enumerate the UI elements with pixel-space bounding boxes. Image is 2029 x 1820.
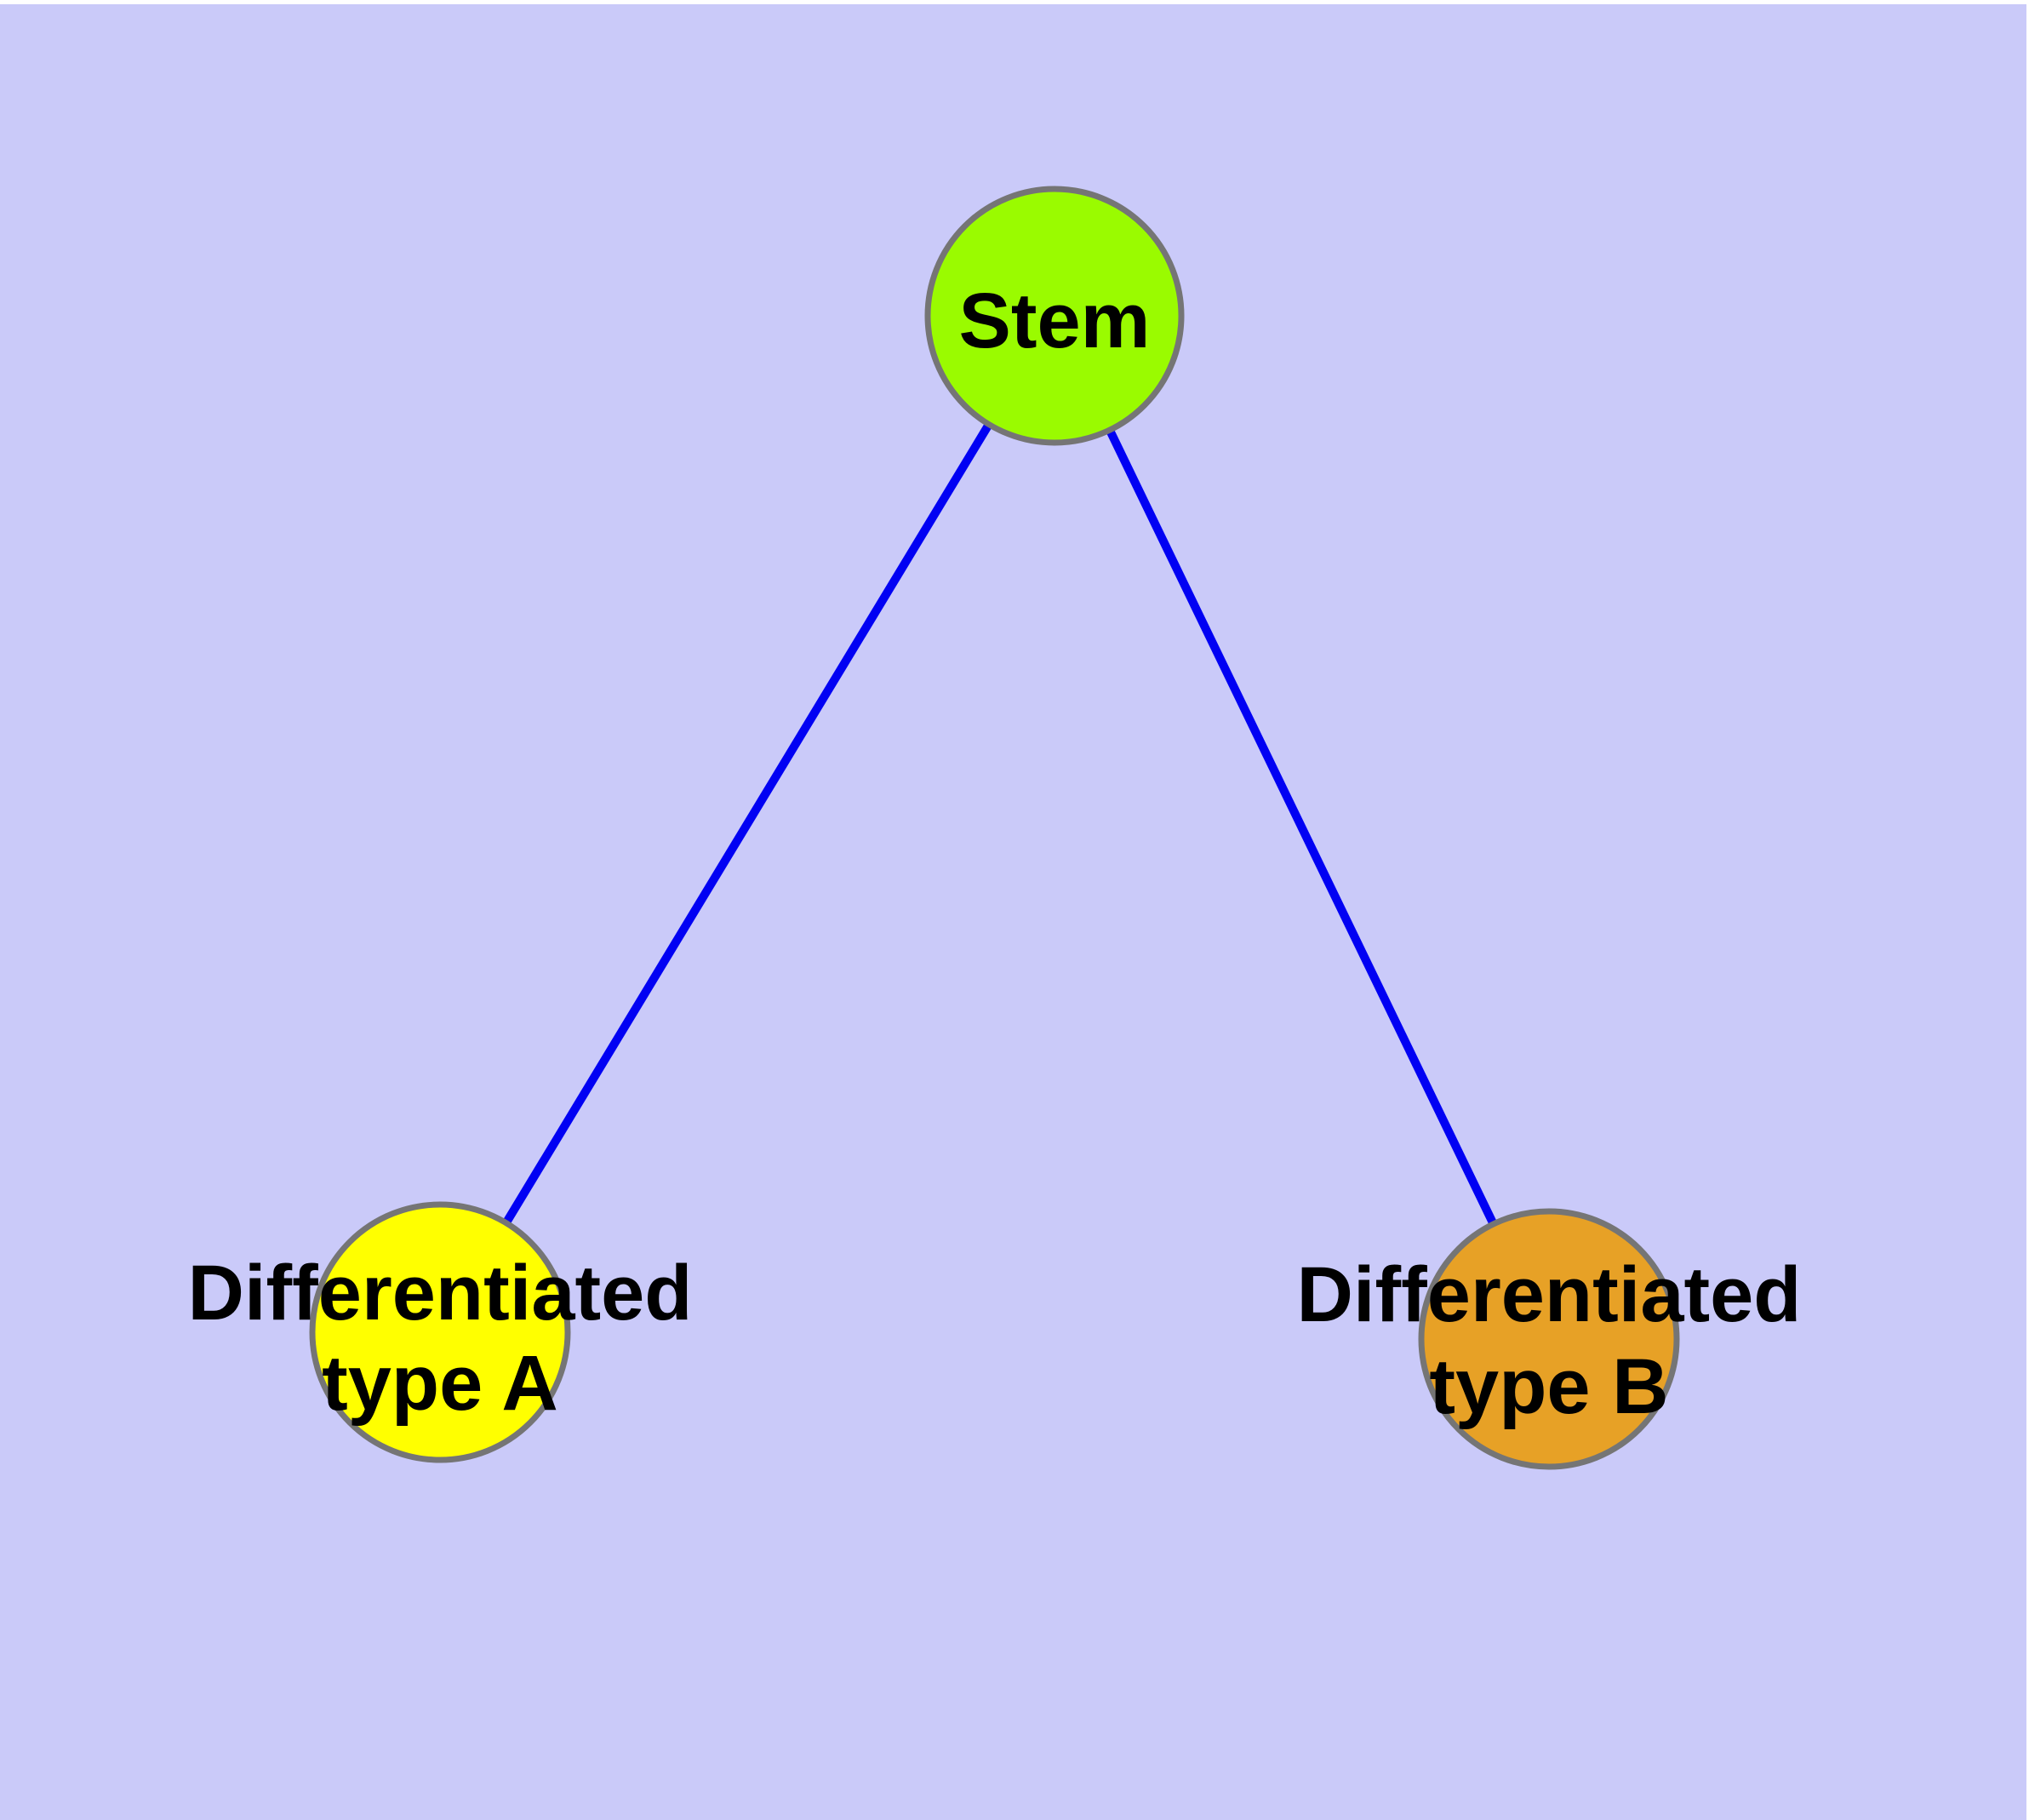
- node-stem-circle: [924, 186, 1185, 446]
- node-type-a-circle: [309, 1201, 571, 1463]
- edge-stem-to-type-a: [436, 313, 1059, 1335]
- node-type-b-label-line2: type B: [1429, 1343, 1668, 1430]
- node-type-b-circle: [1418, 1208, 1680, 1470]
- node-type-b-label-line1: Differentiated: [1297, 1251, 1802, 1338]
- edge-stem-to-type-b: [1050, 313, 1553, 1342]
- node-type-a-label-line1: Differentiated: [188, 1250, 693, 1336]
- node-stem-label: Stem: [959, 278, 1151, 364]
- node-type-a-label-line2: type A: [322, 1340, 558, 1427]
